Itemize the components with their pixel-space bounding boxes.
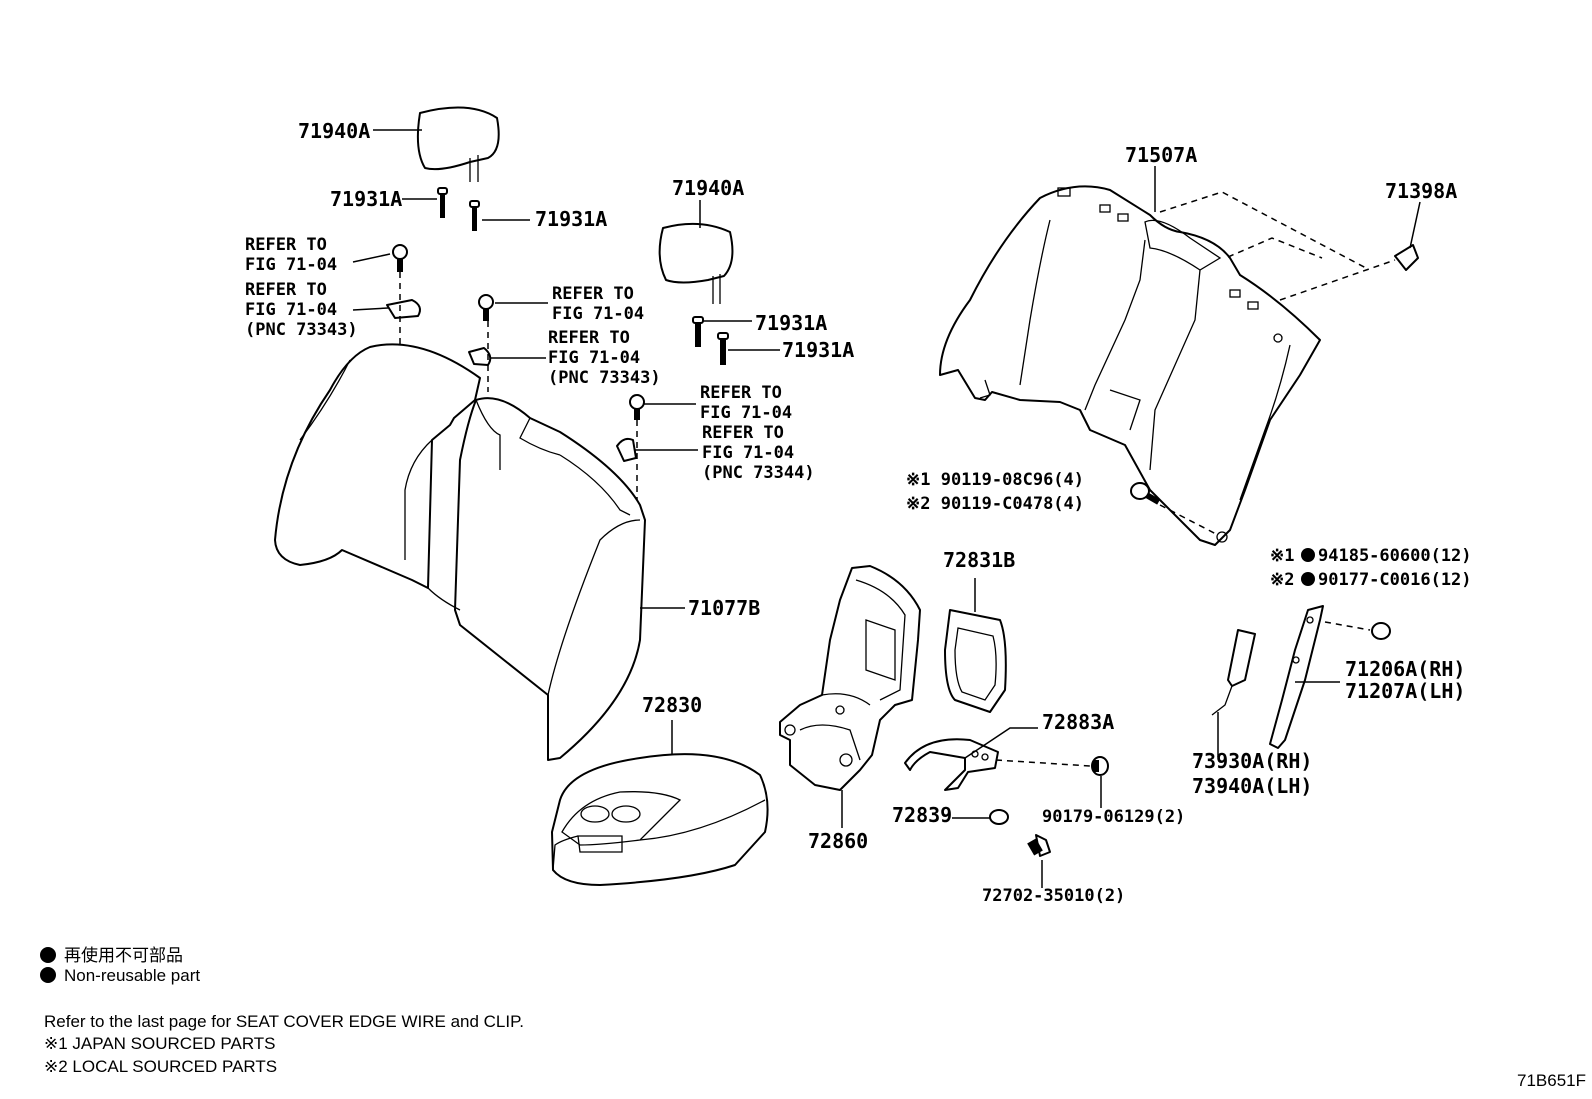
- legend-nonreusable-jp: 再使用不可部品: [40, 941, 183, 966]
- refer-1-line1[interactable]: REFER TO: [245, 235, 327, 255]
- nonreusable-dot-icon: [40, 947, 56, 963]
- label-71931a-2[interactable]: 71931A: [535, 207, 607, 231]
- refer-4-line1[interactable]: REFER TO: [548, 328, 630, 348]
- guide-pin-3: [692, 316, 704, 347]
- refer-6-line3: (PNC 73344): [702, 463, 815, 483]
- label-72830[interactable]: 72830: [642, 693, 702, 717]
- label-71077b[interactable]: 71077B: [688, 596, 760, 620]
- seat-hinge: [1269, 605, 1324, 749]
- label-90119-jp[interactable]: ※1 90119-08C96(4): [906, 470, 1084, 490]
- hinge-bracket: [904, 738, 999, 791]
- legend-note: Refer to the last page for SEAT COVER ED…: [44, 1012, 524, 1031]
- bezel: [944, 609, 1007, 713]
- refer-2-line1[interactable]: REFER TO: [245, 280, 327, 300]
- bolt-90179: [1091, 756, 1109, 776]
- clip-bolt-2: [478, 294, 494, 321]
- headrest-middle: [658, 222, 734, 304]
- legend-nonreusable-en: Non-reusable part: [40, 966, 200, 986]
- guide-pin-4: [717, 332, 729, 365]
- figure-code: 71B651F: [1517, 1071, 1586, 1090]
- screw-72702: [1027, 834, 1051, 857]
- refer-labels: REFER TO FIG 71-04 REFER TO FIG 71-04 (P…: [245, 235, 815, 483]
- label-73940a[interactable]: 73940A(LH): [1192, 774, 1312, 798]
- label-90179[interactable]: 90179-06129(2): [1042, 807, 1185, 827]
- refer-4-line2[interactable]: FIG 71-04: [548, 348, 640, 368]
- refer-2-line2[interactable]: FIG 71-04: [245, 300, 337, 320]
- label-71398a[interactable]: 71398A: [1385, 179, 1457, 203]
- refer-5-line2[interactable]: FIG 71-04: [700, 403, 792, 423]
- refer-6-line2[interactable]: FIG 71-04: [702, 443, 794, 463]
- label-71931a-4[interactable]: 71931A: [782, 338, 854, 362]
- seat-frame-wire: [1211, 629, 1256, 716]
- label-71507a[interactable]: 71507A: [1125, 143, 1197, 167]
- label-71206a[interactable]: 71206A(RH): [1345, 657, 1465, 681]
- label-71940a-left[interactable]: 71940A: [298, 119, 370, 143]
- legend-japan-sourced: ※1 JAPAN SOURCED PARTS: [44, 1034, 276, 1053]
- legend-local-sourced: ※2 LOCAL SOURCED PARTS: [44, 1057, 278, 1076]
- label-90119-local[interactable]: ※2 90119-C0478(4): [906, 494, 1084, 514]
- label-72702[interactable]: 72702-35010(2): [982, 886, 1125, 906]
- headrest-left: [416, 106, 500, 182]
- nonreusable-dot-2: [1301, 572, 1315, 586]
- bolt-90119: [1130, 482, 1161, 505]
- cover-bracket-1: [386, 299, 421, 319]
- clip-bolt-3: [629, 394, 645, 420]
- legend-nonreusable-jp-text: 再使用不可部品: [64, 946, 183, 965]
- leader-lines: [352, 129, 1421, 888]
- label-71931a-3[interactable]: 71931A: [755, 311, 827, 335]
- nut-94185: [1371, 622, 1391, 640]
- refer-1-line2[interactable]: FIG 71-04: [245, 255, 337, 275]
- nonreusable-dot-icon: [40, 967, 56, 983]
- label-72839[interactable]: 72839: [892, 803, 952, 827]
- label-72831b[interactable]: 72831B: [943, 548, 1015, 572]
- refer-3-line2[interactable]: FIG 71-04: [552, 304, 644, 324]
- guide-pin-2: [469, 200, 480, 231]
- cover-bracket-2: [468, 347, 492, 366]
- label-90177-prefix: ※2: [1270, 570, 1294, 590]
- clip-71398: [1394, 244, 1419, 271]
- seatback-cover: [939, 185, 1321, 546]
- armrest: [551, 753, 769, 886]
- label-94185[interactable]: 94185-60600(12): [1318, 546, 1472, 566]
- label-72860[interactable]: 72860: [808, 829, 868, 853]
- part-labels: 71940A 71931A 71931A 71940A 71931A 71931…: [298, 119, 1472, 906]
- label-72883a[interactable]: 72883A: [1042, 710, 1114, 734]
- label-90177[interactable]: 90177-C0016(12): [1318, 570, 1472, 590]
- legend-nonreusable-en-text: Non-reusable part: [64, 966, 201, 985]
- label-71940a-middle[interactable]: 71940A: [672, 176, 744, 200]
- guide-pin-1: [437, 187, 448, 218]
- seatback-pad: [274, 343, 646, 761]
- refer-4-line3: (PNC 73343): [548, 368, 661, 388]
- refer-2-line3: (PNC 73343): [245, 320, 358, 340]
- refer-6-line1[interactable]: REFER TO: [702, 423, 784, 443]
- label-71207a[interactable]: 71207A(LH): [1345, 679, 1465, 703]
- refer-3-line1[interactable]: REFER TO: [552, 284, 634, 304]
- part-72839-washer: [989, 809, 1009, 825]
- refer-5-line1[interactable]: REFER TO: [700, 383, 782, 403]
- label-73930a[interactable]: 73930A(RH): [1192, 749, 1312, 773]
- nonreusable-dot-1: [1301, 548, 1315, 562]
- label-94185-prefix: ※1: [1270, 546, 1294, 566]
- label-71931a-1[interactable]: 71931A: [330, 187, 402, 211]
- cover-bracket-3: [616, 437, 637, 462]
- clip-bolt-1: [392, 244, 408, 272]
- armrest-frame: [779, 565, 921, 791]
